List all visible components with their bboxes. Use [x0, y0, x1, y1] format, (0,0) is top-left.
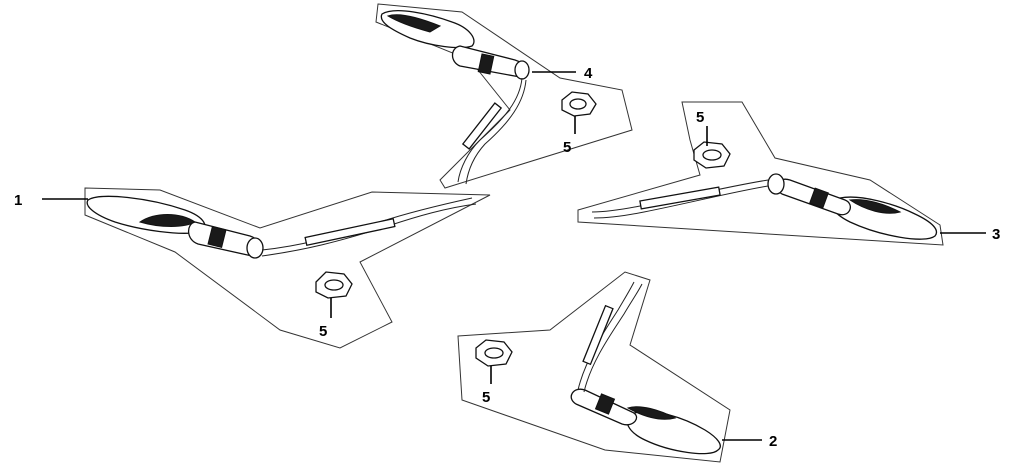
indicator-rear-left: [380, 10, 530, 185]
stalk-end: [767, 173, 785, 195]
nut-bottom: [475, 339, 513, 367]
stalk-end: [514, 60, 530, 80]
lens-dark: [848, 199, 902, 214]
callout-3: 3: [992, 226, 1000, 243]
lens-dark: [626, 406, 677, 420]
wire-harness: [457, 77, 523, 183]
rubber-boot: [809, 187, 829, 209]
wire-harness-2: [593, 185, 769, 219]
callout-2: 2: [769, 433, 777, 450]
indicator-front-left: [86, 195, 477, 259]
callout-5-right: 5: [696, 109, 704, 126]
nut-left: [315, 271, 353, 299]
wire-sleeve: [639, 186, 721, 210]
stalk-end: [246, 237, 264, 259]
wire-harness: [577, 281, 635, 391]
rubber-boot: [477, 53, 495, 75]
rubber-boot: [207, 225, 227, 249]
lens-dark: [386, 14, 442, 33]
wire-sleeve: [582, 304, 614, 366]
indicator-front-right: [591, 173, 938, 240]
wire-harness-2: [465, 79, 527, 185]
callout-5-top: 5: [563, 139, 571, 156]
wire-sleeve: [461, 102, 503, 150]
callout-5-bottom: 5: [482, 389, 490, 406]
callout-1: 1: [14, 192, 22, 209]
wire-sleeve: [304, 217, 396, 247]
group-outline-top: [375, 3, 633, 189]
indicator-rear-right: [570, 281, 721, 455]
wire-harness-2: [583, 283, 643, 393]
callout-5-left: 5: [319, 323, 327, 340]
nut-top: [561, 91, 597, 117]
rubber-boot: [594, 393, 616, 415]
callout-4: 4: [584, 65, 593, 82]
